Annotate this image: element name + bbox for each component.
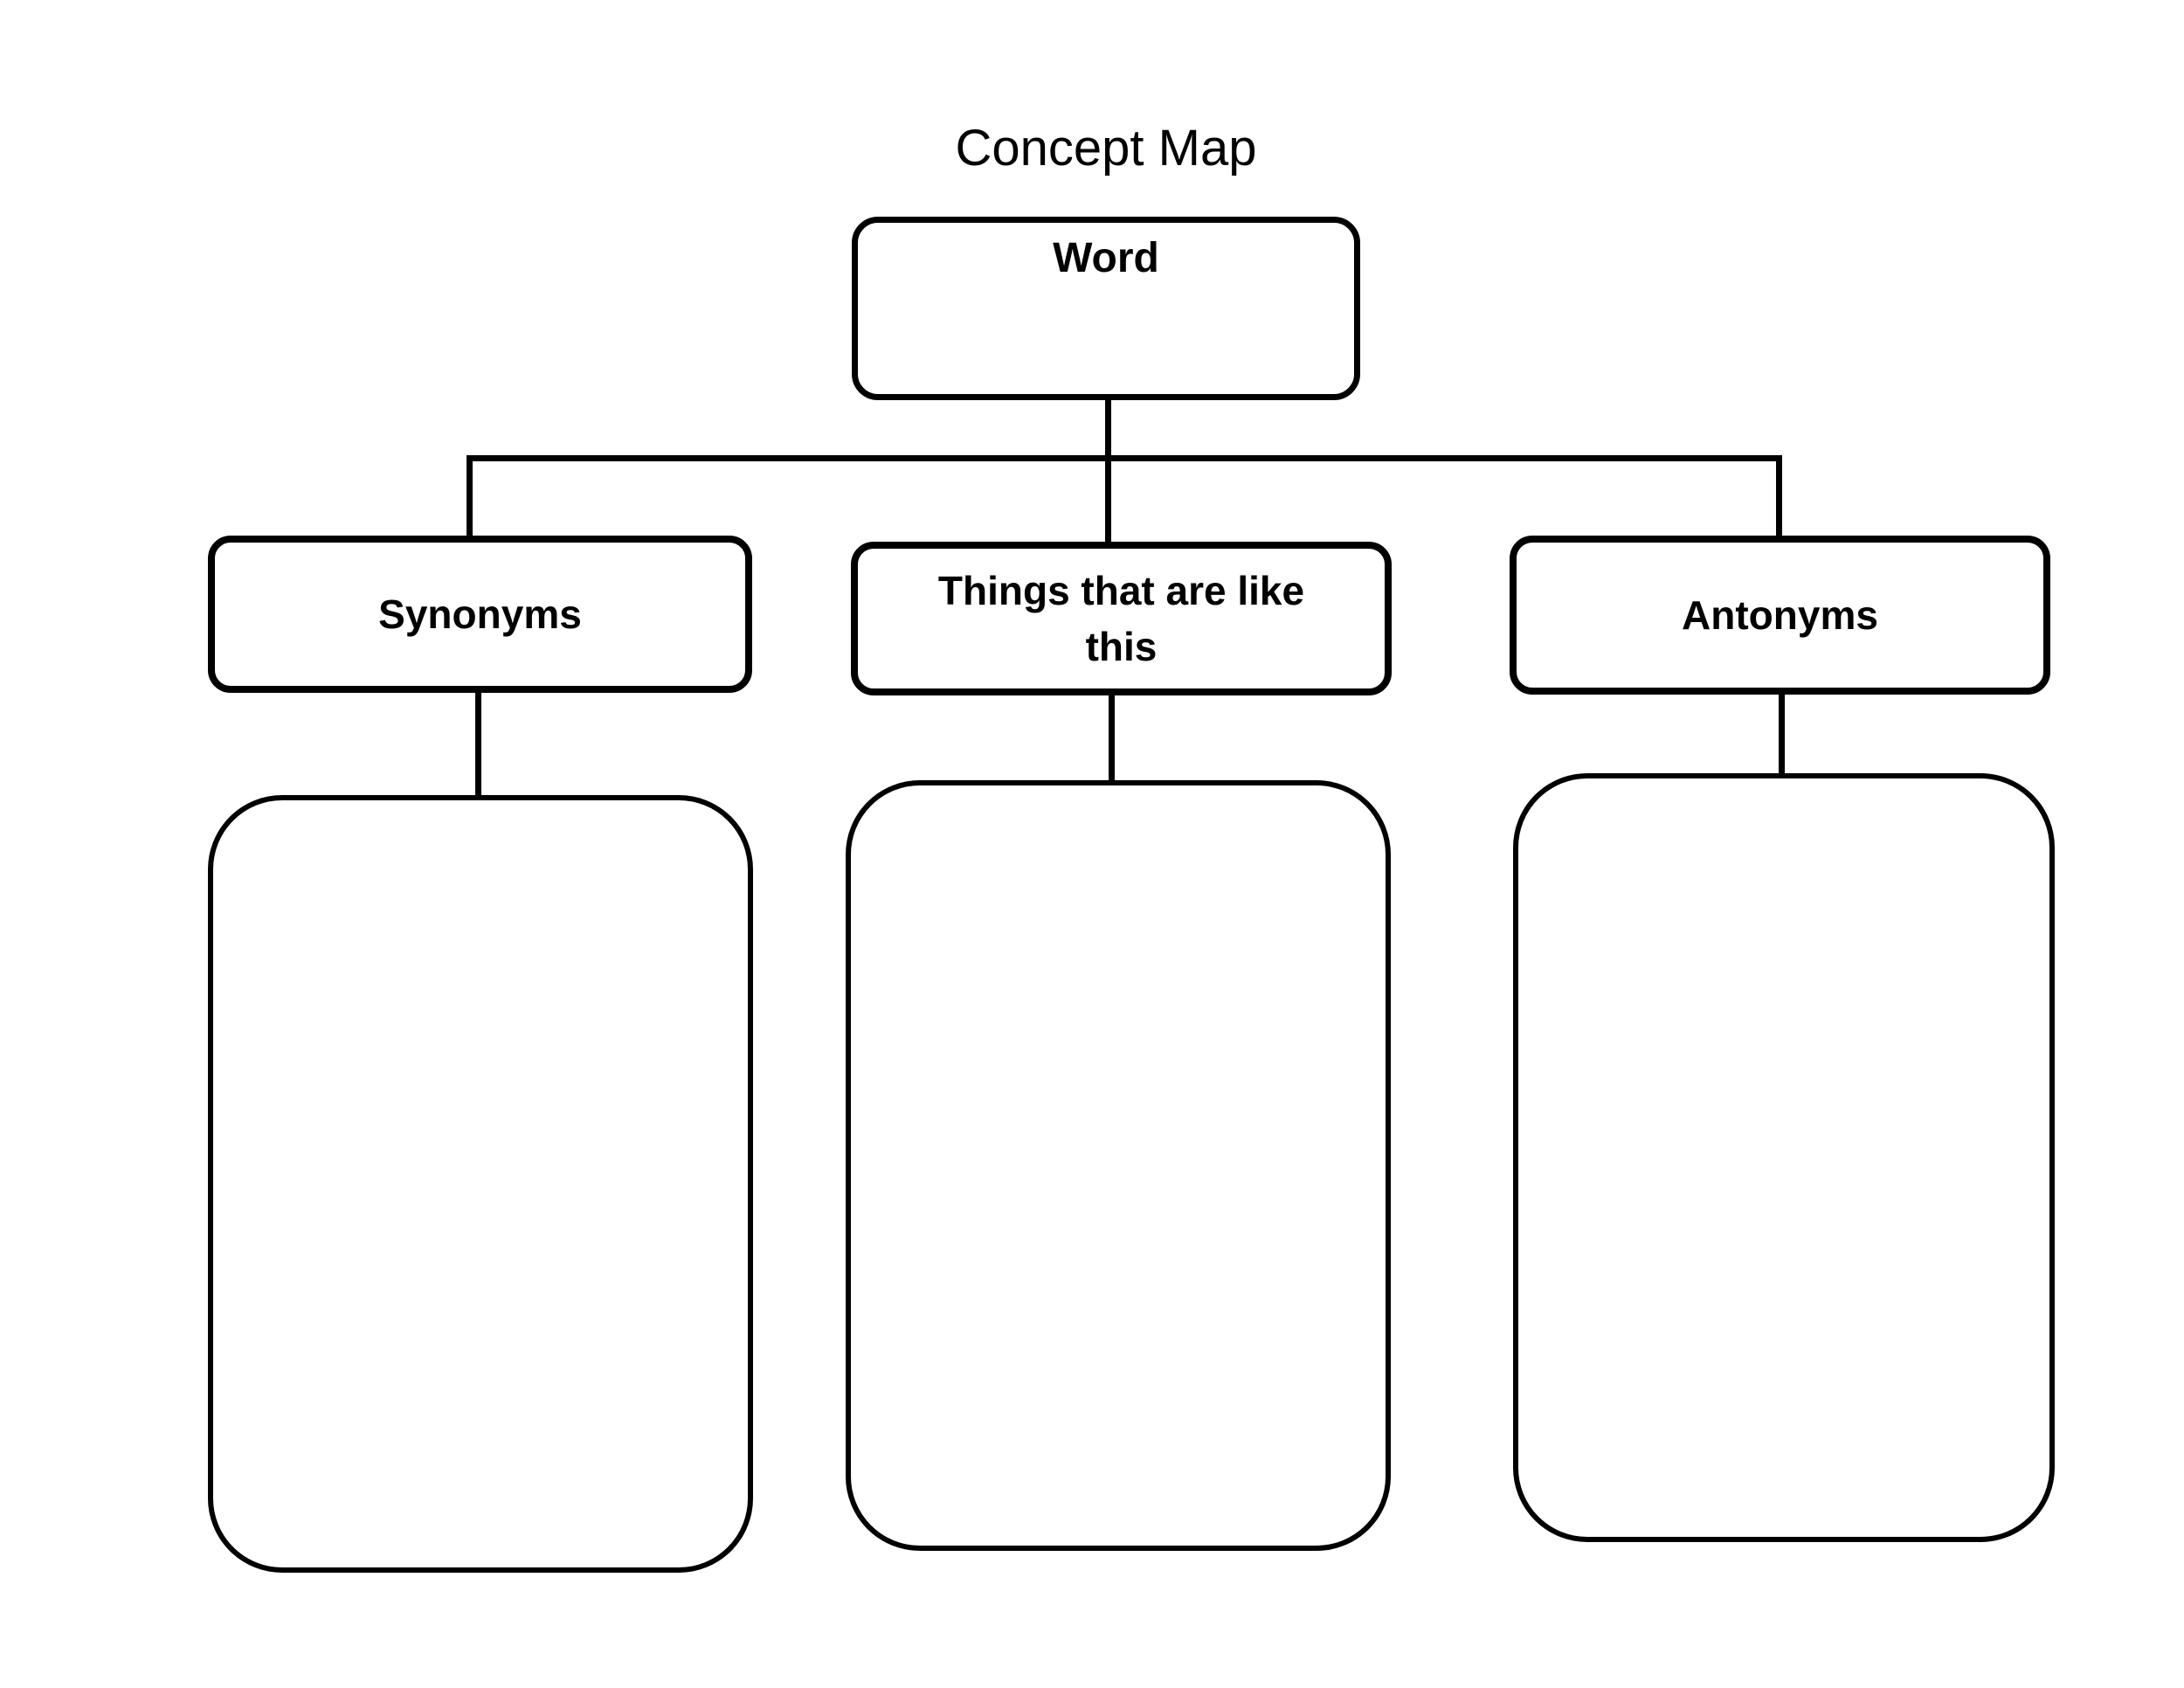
branch-container-synonyms bbox=[208, 795, 753, 1573]
connector-stem-synonyms bbox=[475, 690, 481, 799]
connector-drop-synonyms bbox=[467, 455, 473, 539]
branch-label-synonyms: Synonyms bbox=[378, 591, 582, 637]
branch-container-antonyms bbox=[1513, 773, 2055, 1542]
branch-container-things bbox=[846, 780, 1391, 1551]
branch-label-antonyms: Antonyms bbox=[1682, 591, 1878, 638]
connector-drop-antonyms bbox=[1776, 455, 1782, 539]
branch-label-box-synonyms: Synonyms bbox=[208, 536, 752, 693]
root-word-box: Word bbox=[852, 217, 1360, 400]
connector-stem-antonyms bbox=[1779, 692, 1785, 777]
branch-label-box-things: Things that are like this bbox=[851, 542, 1392, 695]
page-title: Concept Map bbox=[955, 120, 1257, 176]
branch-label-things: Things that are like this bbox=[937, 567, 1305, 669]
connector-stem-things bbox=[1109, 693, 1115, 784]
root-word-label: Word bbox=[1053, 235, 1159, 281]
branch-label-box-antonyms: Antonyms bbox=[1510, 536, 2050, 695]
connector-root-stem bbox=[1105, 398, 1111, 545]
connector-horizontal-bar bbox=[467, 455, 1782, 461]
